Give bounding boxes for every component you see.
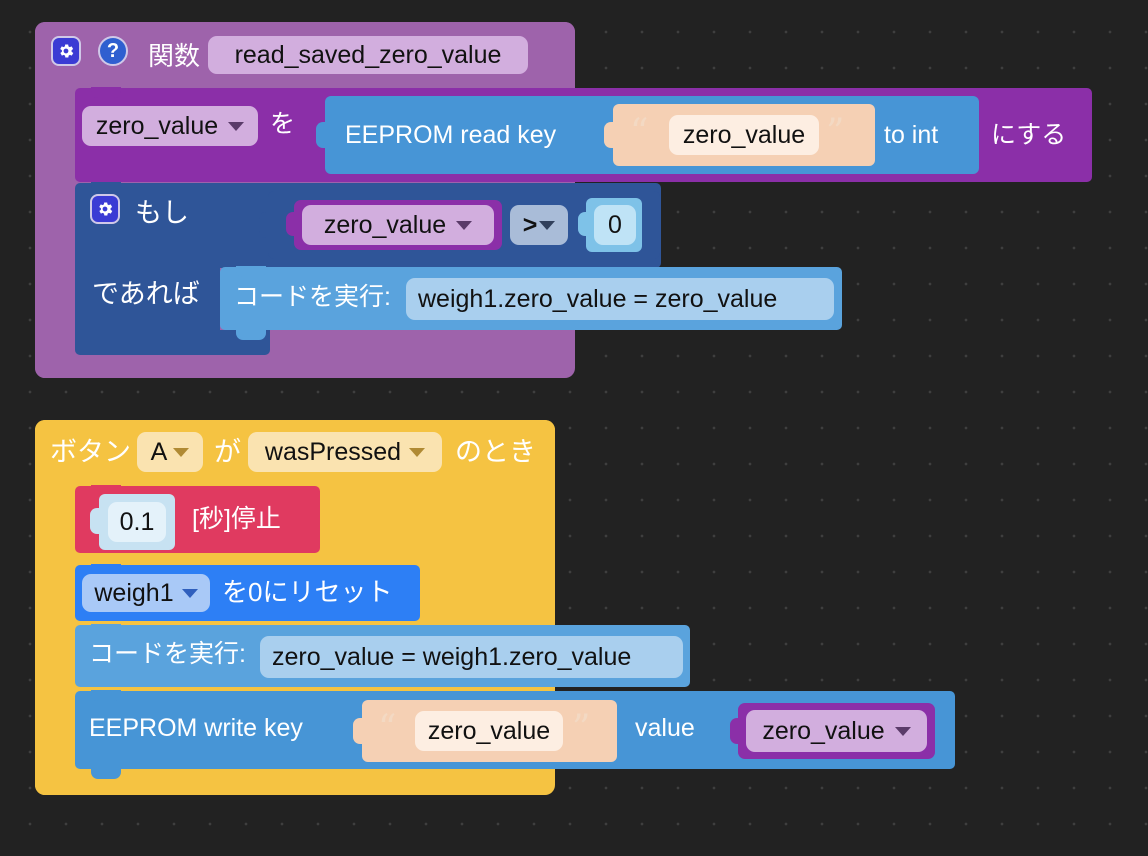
reset-target-dropdown[interactable]: weigh1 <box>82 574 210 612</box>
event-type-label: wasPressed <box>264 437 402 466</box>
run-code-label-1: コードを実行: <box>234 283 391 311</box>
pause-number-plug <box>90 508 102 534</box>
event-left-arm <box>35 482 75 772</box>
pause-label: [秒]停止 <box>192 505 281 533</box>
chevron-down-icon <box>181 588 198 598</box>
variable-getter-dropdown[interactable]: zero_value <box>302 205 494 245</box>
comparison-operator-label: > <box>522 210 538 239</box>
close-quote-icon: ” <box>572 708 591 749</box>
comparison-plug <box>259 212 271 238</box>
chevron-down-icon <box>539 220 556 230</box>
chevron-down-icon <box>409 447 426 457</box>
event-bottom-bar <box>35 768 553 795</box>
eeprom-write-variable-plug <box>730 718 742 744</box>
chevron-down-icon <box>173 447 190 457</box>
set-variable-dropdown-label: zero_value <box>95 111 219 140</box>
chevron-down-icon <box>228 121 245 131</box>
ni-suru-label: にする <box>991 121 1067 149</box>
chevron-down-icon <box>456 220 473 230</box>
function-keyword-label: 関数 <box>148 41 201 71</box>
run-code-field-2[interactable]: zero_value = weigh1.zero_value <box>260 636 683 678</box>
set-variable-dropdown[interactable]: zero_value <box>82 106 258 146</box>
function-bottom-bar <box>35 352 565 378</box>
string-block-plug <box>604 122 616 148</box>
button-select-label: A <box>150 437 168 466</box>
eeprom-write-key-text-field[interactable]: zero_value <box>415 711 563 751</box>
eeprom-write-label: EEPROM write key <box>89 714 303 742</box>
function-name-field[interactable]: read_saved_zero_value <box>208 36 528 74</box>
button-select-dropdown[interactable]: A <box>137 432 203 472</box>
eeprom-write-string-plug <box>353 718 365 744</box>
comparison-operator-dropdown[interactable]: > <box>510 205 568 245</box>
if-label: もし <box>135 198 189 228</box>
variable-getter-plug <box>286 212 298 236</box>
if-block-left-arm <box>75 262 220 338</box>
event-prefix-label: ボタン <box>50 437 131 467</box>
pause-number-field[interactable]: 0.1 <box>108 502 166 542</box>
number-field[interactable]: 0 <box>594 205 636 245</box>
help-icon[interactable]: ? <box>98 36 128 66</box>
to-int-label: to int <box>884 121 939 149</box>
open-quote-icon: “ <box>378 708 397 749</box>
event-suffix-label: のとき <box>455 437 536 467</box>
variable-getter-label: zero_value <box>323 210 447 239</box>
particle-wo-label: を <box>270 110 296 138</box>
eeprom-write-value-label: value <box>635 714 695 742</box>
if-block-gear-icon[interactable] <box>90 194 120 224</box>
open-quote-icon: “ <box>630 112 649 153</box>
reset-label: を0にリセット <box>222 577 393 607</box>
run-code-field-1[interactable]: weigh1.zero_value = zero_value <box>406 278 834 320</box>
eeprom-read-key-text-field[interactable]: zero_value <box>669 115 819 155</box>
number-block-plug <box>578 212 590 236</box>
function-left-arm <box>35 84 75 354</box>
close-quote-icon: ” <box>826 112 845 153</box>
particle-ga-label: が <box>214 437 241 467</box>
run-code-label-2: コードを実行: <box>89 640 246 668</box>
reset-target-label: weigh1 <box>94 578 174 607</box>
chevron-down-icon <box>894 726 911 736</box>
gear-icon[interactable] <box>51 36 81 66</box>
eeprom-read-plug <box>316 122 328 148</box>
then-label: であれば <box>92 279 200 309</box>
event-type-dropdown[interactable]: wasPressed <box>248 432 442 472</box>
eeprom-write-variable-label: zero_value <box>762 716 885 745</box>
eeprom-read-label: EEPROM read key <box>345 121 557 149</box>
eeprom-write-variable-dropdown[interactable]: zero_value <box>746 710 927 752</box>
